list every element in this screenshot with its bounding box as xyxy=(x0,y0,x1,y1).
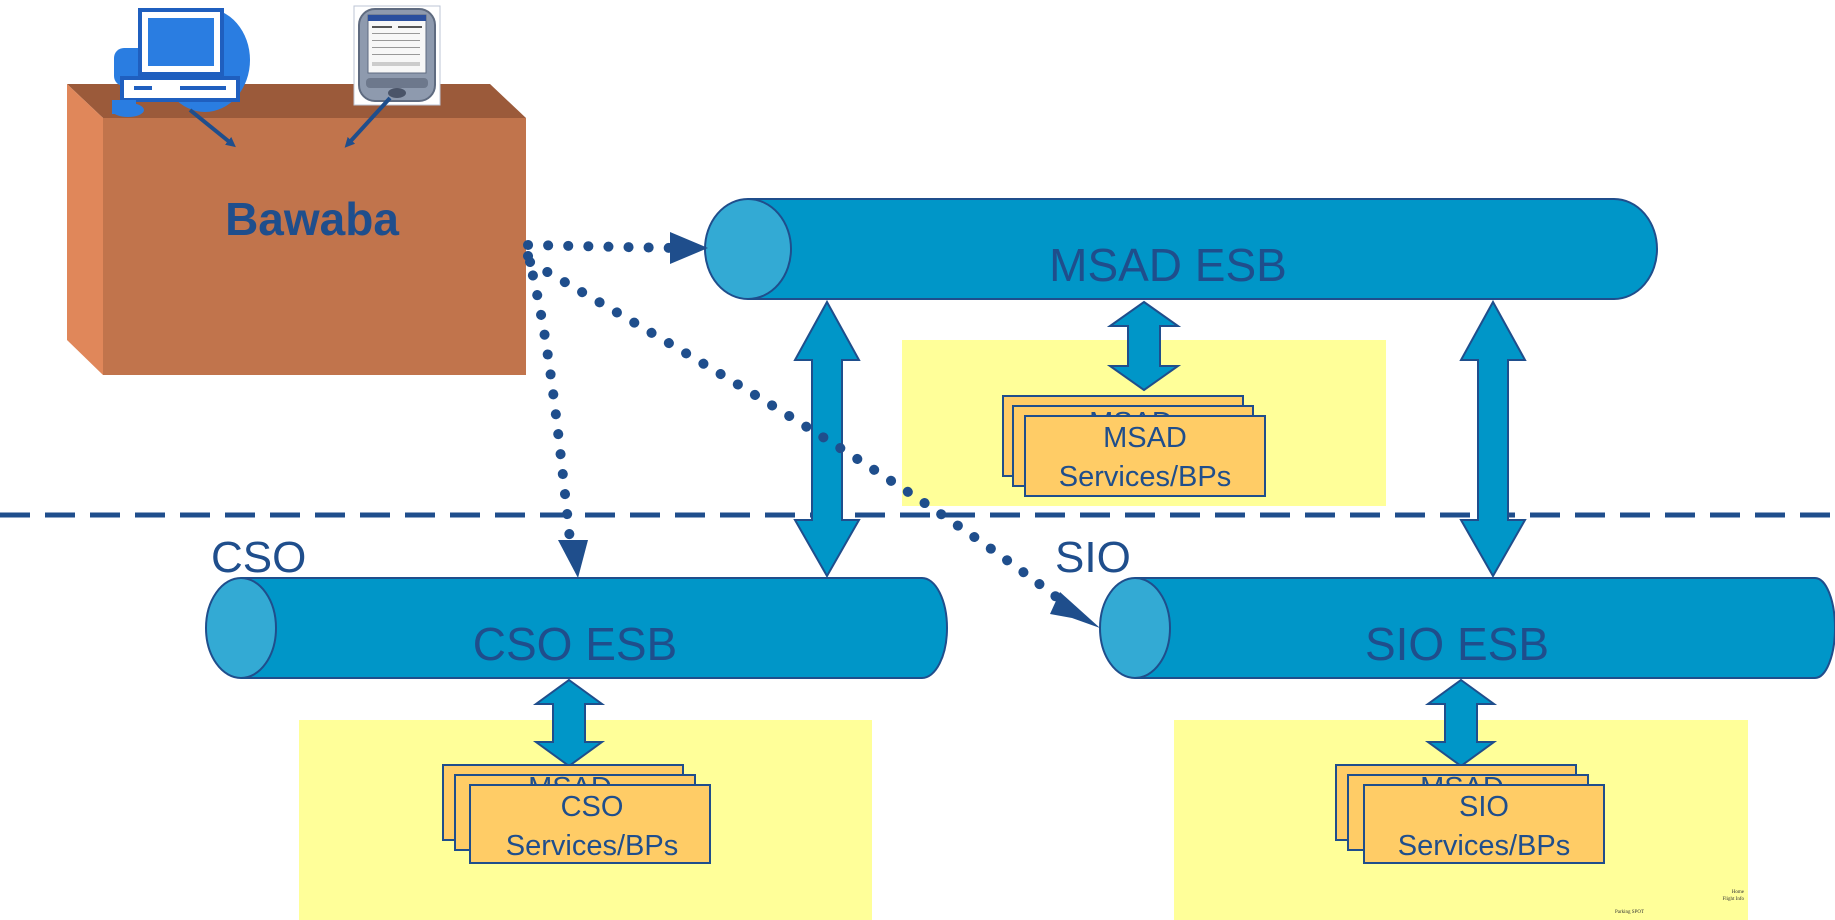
cso-services-box xyxy=(469,784,711,864)
bawaba-to-sio-arrowhead xyxy=(1050,592,1100,628)
sio-services-line1: SIO xyxy=(1459,791,1509,823)
sio-services-stack: MSAD SIO Services/BPs xyxy=(1335,764,1605,864)
bawaba-to-msad-dotted-connector xyxy=(523,240,677,253)
sio-services-box xyxy=(1363,784,1605,864)
sio-esb-bus: SIO ESB xyxy=(1099,577,1835,679)
cso-services-line2: Services/BPs xyxy=(506,830,678,862)
msad-services-double-arrow xyxy=(1106,300,1182,392)
bawaba-block-front xyxy=(103,118,526,375)
msad-services-line1: MSAD xyxy=(1103,422,1187,454)
parking-spot-note: Parking SPOT xyxy=(1615,910,1644,915)
desktop-computer-icon xyxy=(112,8,250,117)
msad-esb-label: MSAD ESB xyxy=(1049,239,1287,291)
bawaba-block-side xyxy=(67,84,103,375)
computer-to-bawaba-arrow xyxy=(188,108,236,148)
home-note: Home xyxy=(1732,890,1745,895)
msad-services-line2: Services/BPs xyxy=(1059,461,1231,493)
bawaba-block: Bawaba xyxy=(67,84,526,375)
msad-esb-end-cap xyxy=(704,198,792,300)
msad-esb-bus: MSAD ESB xyxy=(704,198,1658,300)
msad-services-box xyxy=(1024,415,1266,497)
cso-services-stack: MSAD CSO Services/BPs xyxy=(442,764,711,864)
cso-esb-label: CSO ESB xyxy=(473,618,678,670)
sio-esb-label: SIO ESB xyxy=(1365,618,1549,670)
bawaba-label: Bawaba xyxy=(225,193,399,245)
sio-esb-end-cap xyxy=(1099,577,1171,679)
bawaba-to-msad-arrowhead xyxy=(670,232,708,264)
bawaba-to-cso-dotted-connector xyxy=(523,251,575,545)
msad-services-stack: MSAD MSAD Services/BPs xyxy=(1002,395,1266,497)
sio-zone-label: SIO xyxy=(1055,533,1131,582)
sio-services-line2: Services/BPs xyxy=(1398,830,1570,862)
cso-esb-end-cap xyxy=(205,577,277,679)
msad-sio-double-arrow xyxy=(1459,299,1527,579)
pda-to-bawaba-arrow xyxy=(344,96,392,148)
flight-info-note: Flight Info xyxy=(1722,897,1744,902)
bawaba-to-sio-dotted-connector xyxy=(525,257,1073,611)
pda-device-icon xyxy=(353,5,441,106)
cso-esb-bus: CSO ESB xyxy=(205,577,948,679)
cso-services-line1: CSO xyxy=(561,791,624,823)
bawaba-to-cso-arrowhead xyxy=(558,540,588,578)
cso-zone-label: CSO xyxy=(211,533,306,582)
